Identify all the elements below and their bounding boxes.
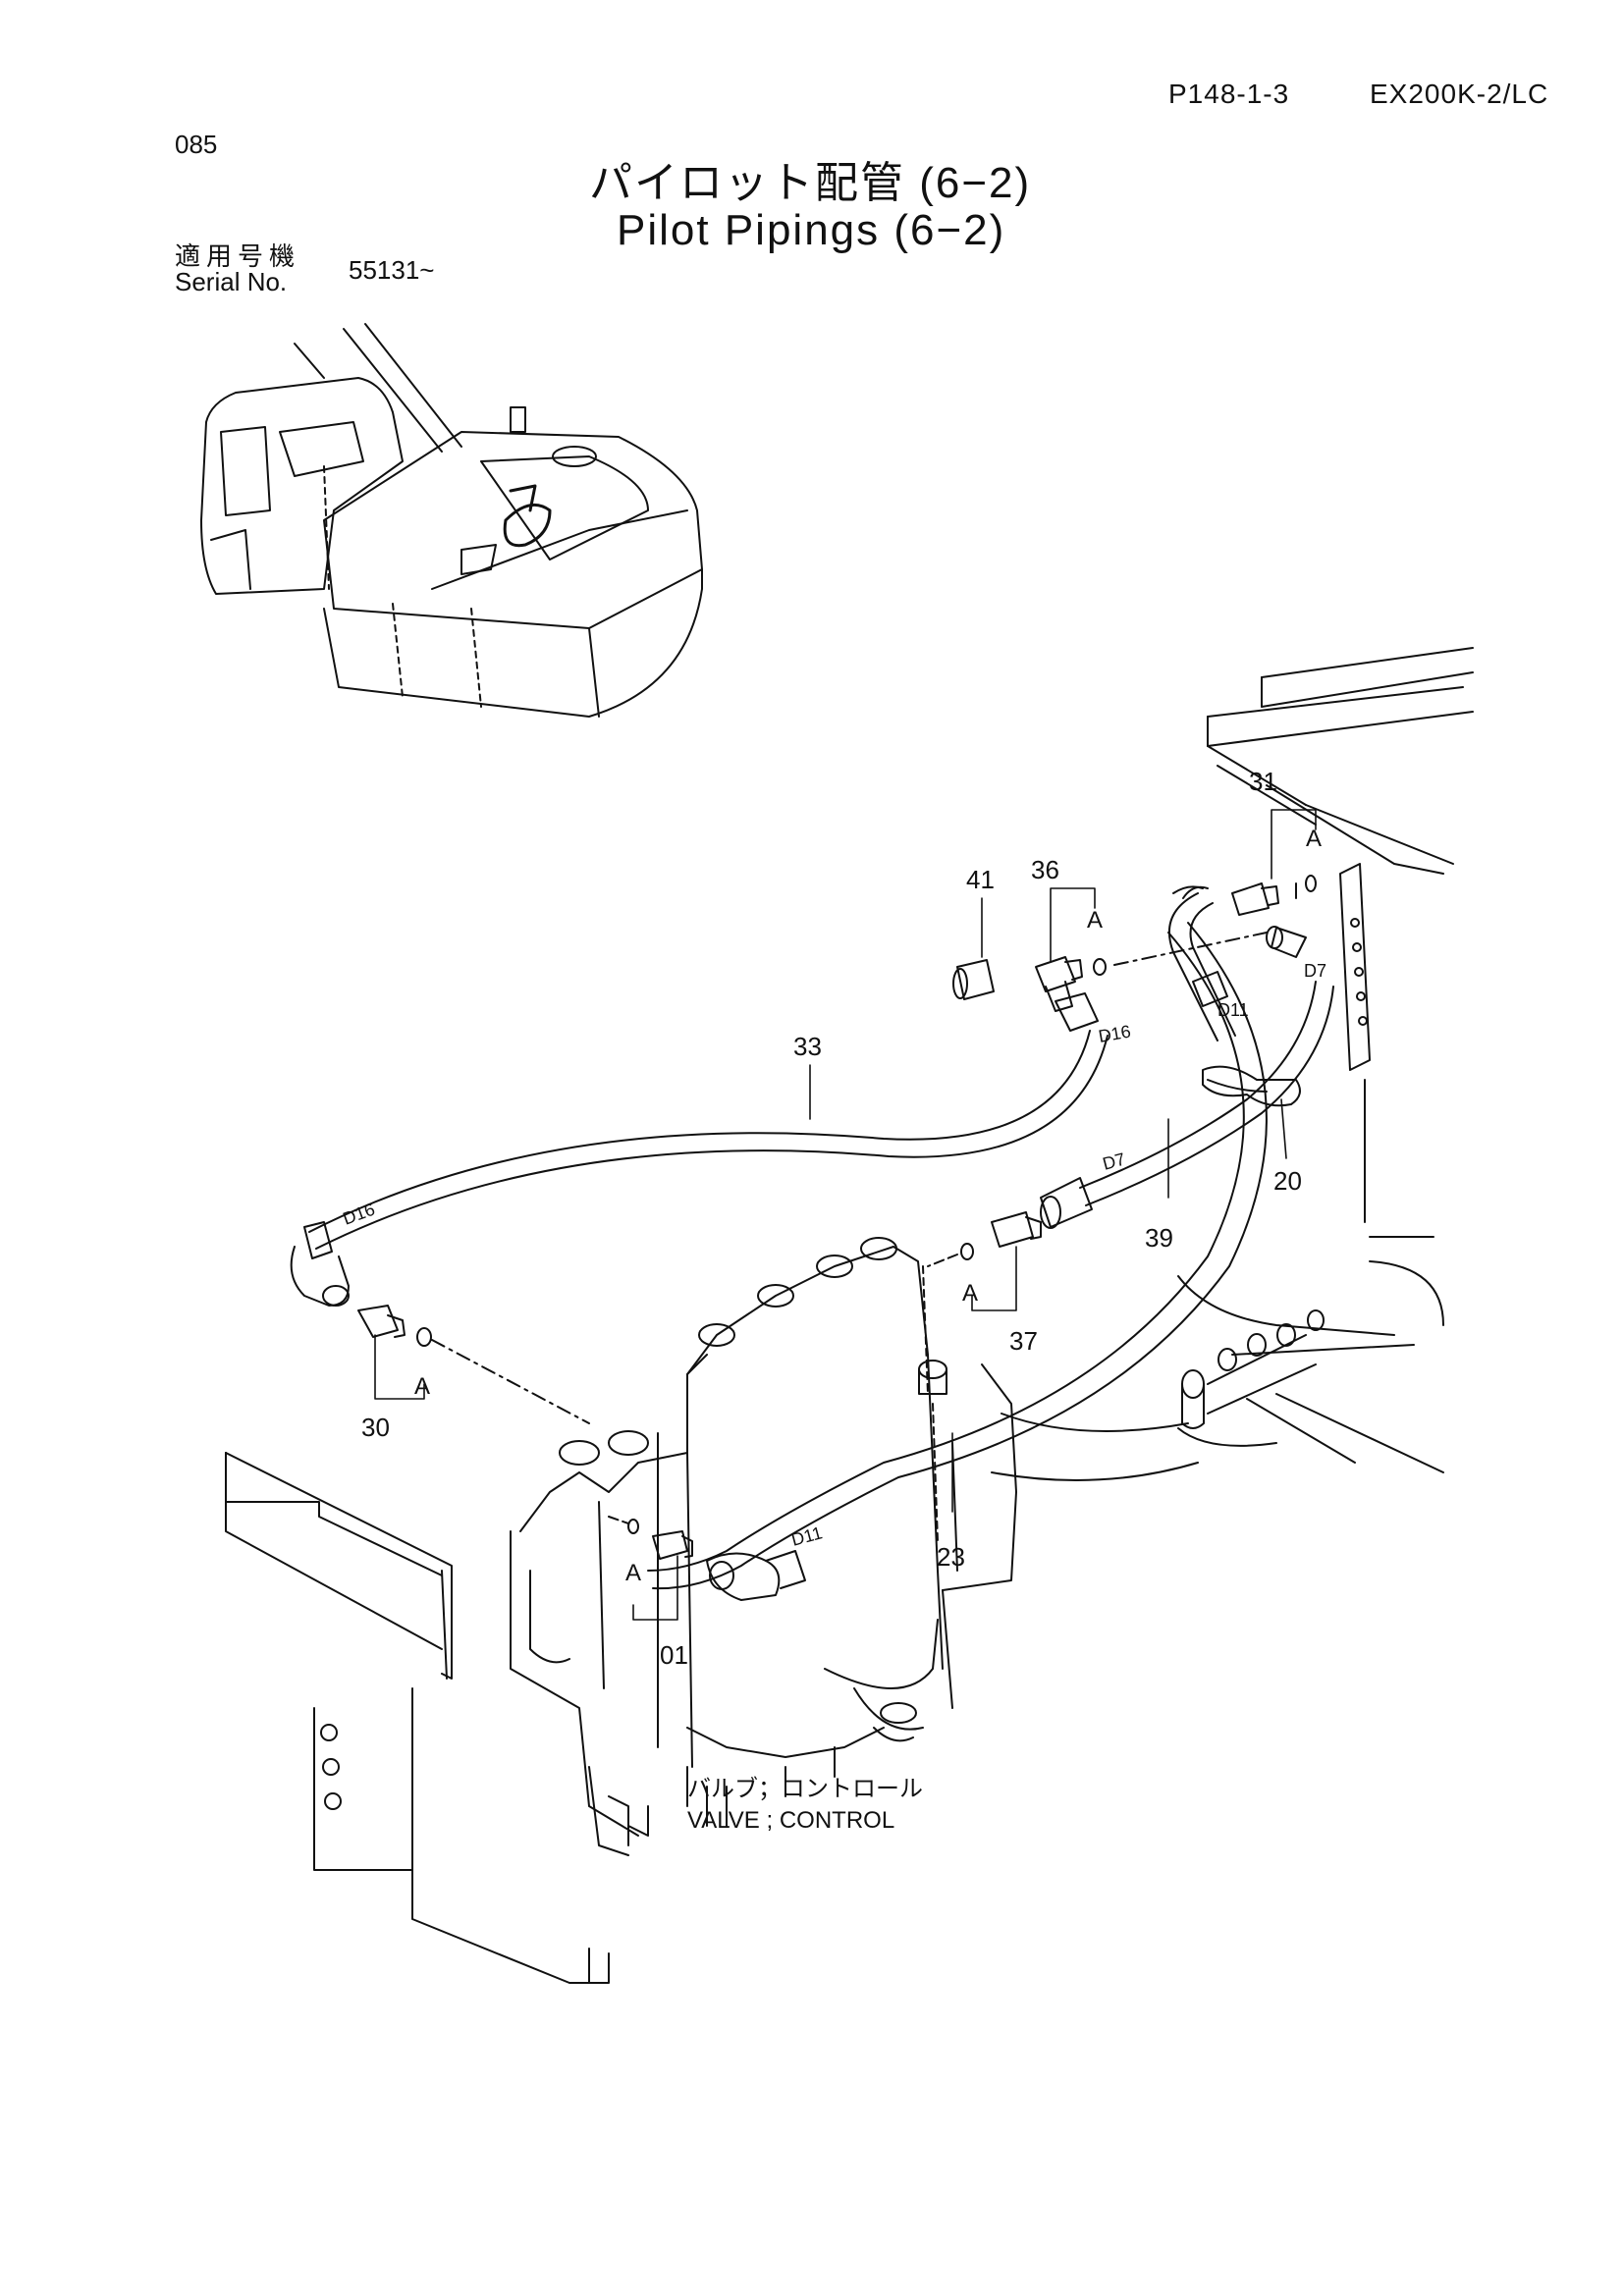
callout-23: 23 [937, 1542, 965, 1572]
serial-label-japanese: 適用号機 [175, 241, 301, 271]
adapter-01 [608, 1516, 693, 1560]
callout-30: 30 [361, 1413, 390, 1442]
elbow-fitting-d11 [706, 1550, 806, 1601]
callout-36: 36 [1031, 855, 1059, 884]
callout-20: 20 [1273, 1166, 1302, 1196]
hose-tag-d11-lower: D11 [789, 1522, 825, 1550]
hose-tag-d7-upper: D7 [1304, 961, 1326, 981]
adapter-30 [357, 1305, 590, 1424]
detail-marker-01: A [625, 1560, 641, 1586]
serial-value: 55131~ [349, 255, 435, 285]
detail-marker-31: A [1306, 826, 1322, 852]
clamp-20 [1202, 1065, 1301, 1107]
leader-lines [374, 809, 1317, 1621]
fittings-row [991, 1309, 1325, 1481]
fitting-d7-lower [1040, 1177, 1093, 1229]
hose-tag-d11-upper: D11 [1217, 1000, 1249, 1020]
detail-marker-36: A [1087, 907, 1103, 934]
tee-36 [1035, 932, 1268, 1032]
adapter-37 [927, 1211, 1042, 1267]
model-code: EX200K-2/LC [1370, 79, 1549, 109]
detail-marker-30: A [414, 1373, 430, 1400]
callout-37: 37 [1009, 1326, 1038, 1356]
callout-39: 39 [1145, 1223, 1173, 1253]
elbow-fitting-d16 [290, 1221, 350, 1307]
title-japanese: パイロット配管 (6−2) [589, 159, 1032, 207]
component-label-english: VALVE ; CONTROL [687, 1807, 894, 1834]
serial-label-english: Serial No. [175, 267, 288, 296]
title-english: Pilot Pipings (6−2) [617, 206, 1006, 254]
hose-39 [1079, 981, 1334, 1206]
detail-marker-37: A [962, 1280, 978, 1307]
hose-tag-d16-lower: D16 [341, 1200, 378, 1229]
callout-33: 33 [793, 1032, 822, 1061]
callout-41: 41 [966, 865, 995, 894]
hose-33 [308, 1030, 1109, 1250]
excavator-overview [200, 323, 703, 718]
page-code: P148-1-3 [1168, 79, 1290, 109]
fitting-d11-top [1192, 971, 1228, 1007]
hose-tag-d16-upper: D16 [1097, 1022, 1132, 1046]
control-valve-body [225, 1237, 1017, 1984]
callout-31: 31 [1249, 767, 1277, 796]
plug-41 [952, 959, 995, 1000]
hose-23 [647, 922, 1268, 1590]
page-number: 085 [175, 130, 218, 159]
tee-31 [1182, 875, 1317, 958]
component-label-japanese: バルブ；コントロール [687, 1776, 923, 1802]
upper-frame [1177, 647, 1474, 1473]
callout-01: 01 [660, 1640, 688, 1670]
